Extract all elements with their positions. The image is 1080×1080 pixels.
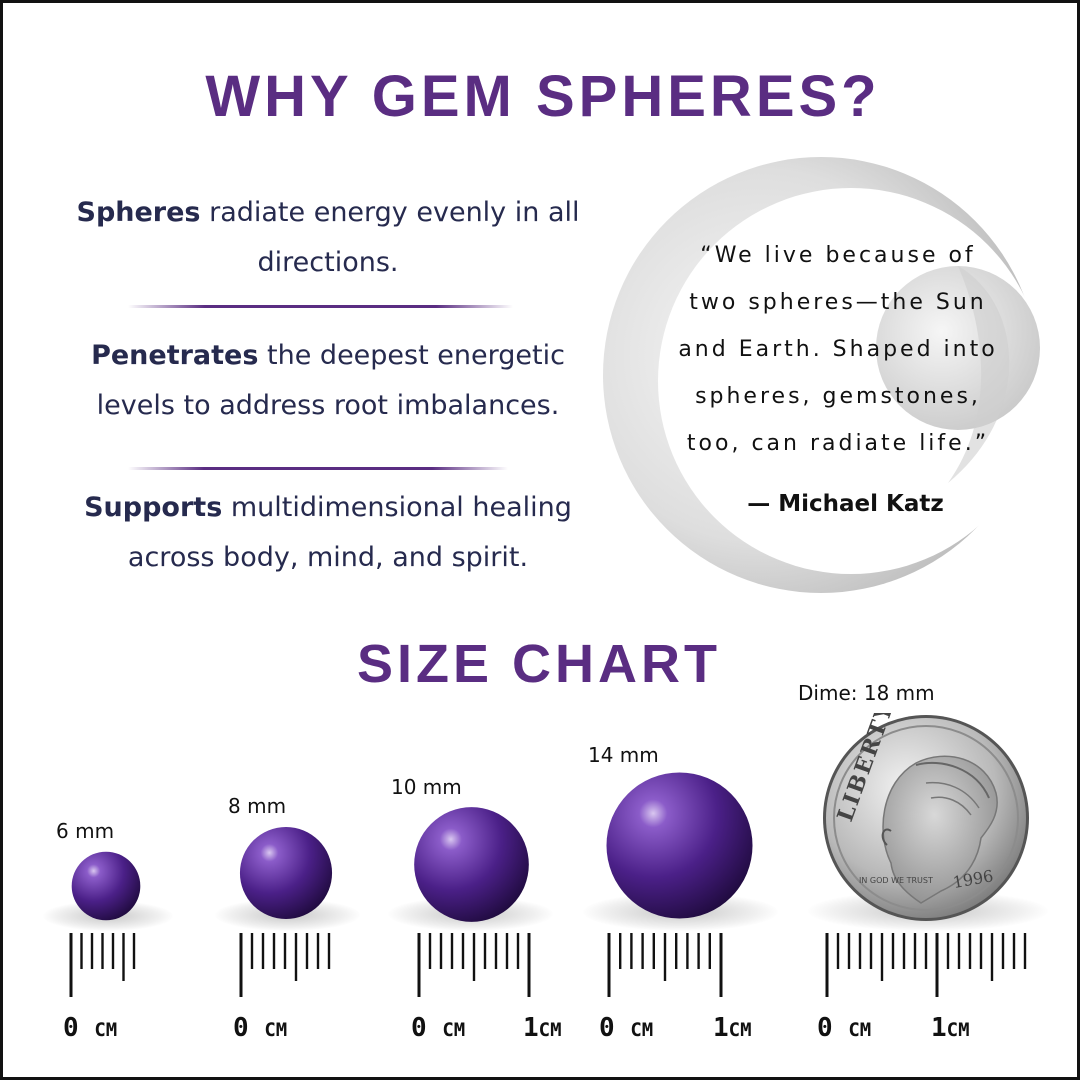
- sphere-8mm: [239, 826, 333, 920]
- benefit-line-1: Supports multidimensional healing: [63, 483, 593, 533]
- benefit-text: multidimensional healing: [222, 492, 572, 523]
- size-label-10mm: 10 mm: [391, 775, 462, 799]
- quote-line: too, can radiate life.”: [686, 431, 990, 456]
- ruler-6mm: [69, 933, 136, 997]
- scale-one-label: 1CM: [931, 1013, 970, 1043]
- divider: [128, 467, 508, 470]
- divider: [128, 305, 513, 308]
- page-title: WHY GEM SPHERES?: [205, 64, 881, 129]
- benefit-line-1: Spheres radiate energy evenly in all: [63, 188, 593, 238]
- scale-zero-label: 0 CM: [817, 1013, 872, 1043]
- quote-line: “We live because of: [700, 243, 976, 268]
- benefit-keyword: Supports: [84, 492, 223, 523]
- benefit-line-2: across body, mind, and spirit.: [127, 542, 529, 573]
- ruler-14mm: [607, 933, 723, 997]
- benefit-keyword: Penetrates: [91, 340, 259, 371]
- benefit-text: the deepest energetic: [258, 340, 565, 371]
- size-label-dime: Dime: 18 mm: [798, 681, 935, 705]
- sphere-14mm: [606, 772, 753, 919]
- scale-one-label: 1CM: [713, 1013, 752, 1043]
- quote-line: and Earth. Shaped into: [678, 337, 998, 362]
- quote-author: — Michael Katz: [747, 491, 944, 517]
- sphere-10mm: [414, 807, 529, 922]
- quote-line: two spheres—the Sun: [689, 290, 987, 315]
- dime-coin-image: LIBERTY IN GOD WE TRUST 1996: [823, 713, 1029, 921]
- size-chart-title: SIZE CHART: [357, 634, 721, 694]
- benefit-line-1: Penetrates the deepest energetic: [63, 331, 593, 381]
- benefit-line-2: levels to address root imbalances.: [96, 390, 560, 421]
- ruler-8mm: [239, 933, 331, 997]
- benefit-penetrates: Penetrates the deepest energetic levels …: [63, 331, 593, 431]
- benefit-line-2: directions.: [257, 247, 399, 278]
- scale-zero-label: 0 CM: [411, 1013, 466, 1043]
- ruler-dime: [825, 933, 1027, 997]
- quote-line: spheres, gemstones,: [695, 384, 981, 409]
- size-label-14mm: 14 mm: [588, 743, 659, 767]
- sphere-6mm: [71, 851, 141, 921]
- size-label-8mm: 8 mm: [228, 794, 287, 818]
- benefit-spheres: Spheres radiate energy evenly in all dir…: [63, 188, 593, 288]
- scale-zero-label: 0 CM: [599, 1013, 654, 1043]
- ruler-10mm: [417, 933, 531, 997]
- scale-zero-label: 0 CM: [63, 1013, 118, 1043]
- scale-zero-label: 0 CM: [233, 1013, 288, 1043]
- size-label-6mm: 6 mm: [56, 819, 115, 843]
- benefit-keyword: Spheres: [76, 197, 201, 228]
- benefit-supports: Supports multidimensional healing across…: [63, 483, 593, 583]
- scale-one-label: 1CM: [523, 1013, 562, 1043]
- dime-trust-text: IN GOD WE TRUST: [859, 876, 933, 885]
- benefit-text: radiate energy evenly in all: [200, 197, 580, 228]
- crescent-quote-graphic: [603, 153, 1053, 603]
